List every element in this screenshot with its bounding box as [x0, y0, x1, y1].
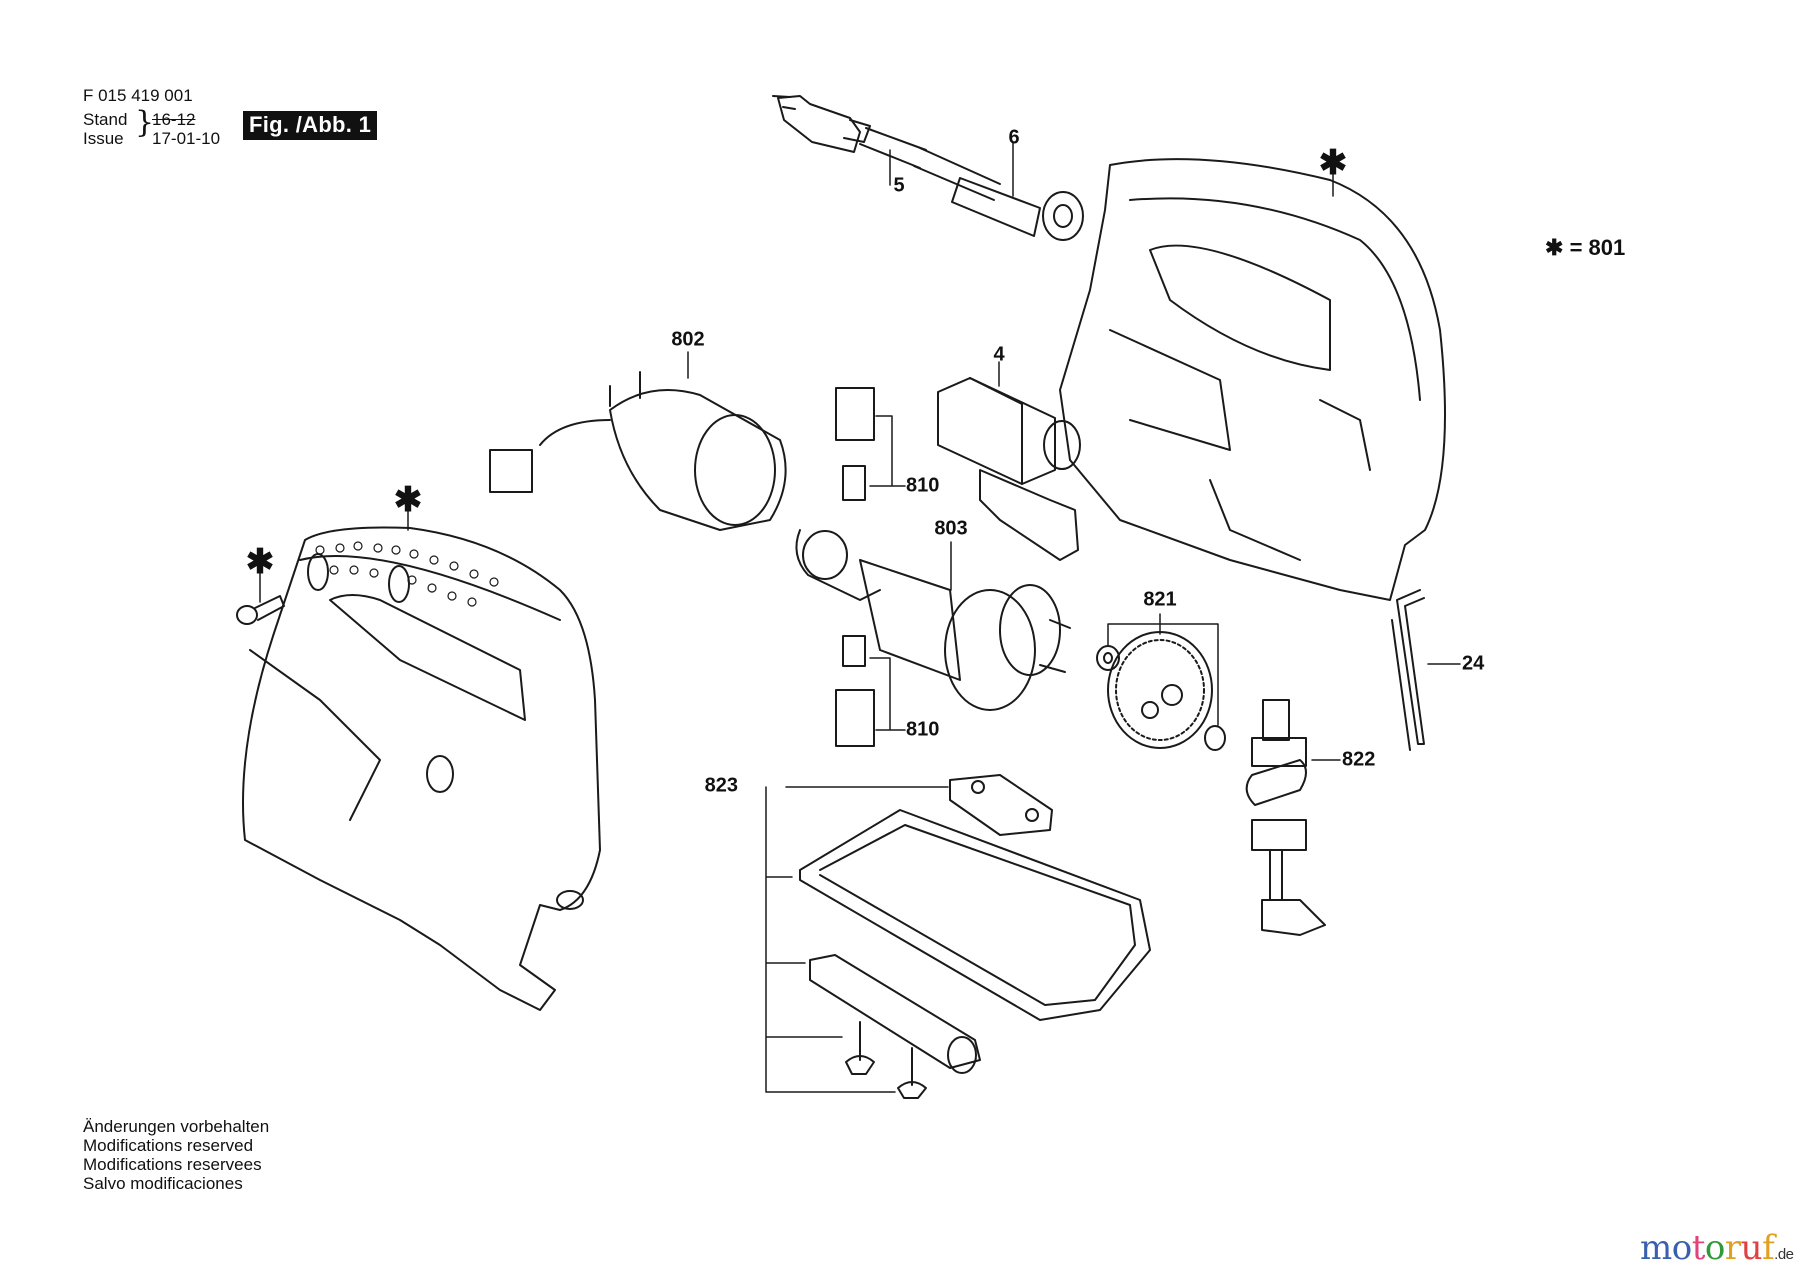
watermark-letter: f: [1762, 1228, 1775, 1268]
callout-801-housing-right: ✱: [1318, 144, 1348, 182]
grommet-part: [951, 142, 1084, 241]
base-plate-part: [765, 774, 1151, 1099]
callout-803: 803: [934, 517, 968, 540]
note-de: Änderungen vorbehalten: [83, 1117, 270, 1136]
watermark-suffix: .de: [1774, 1246, 1794, 1263]
housing-screw-part: [236, 569, 285, 625]
asterisk-icon: ✱: [1545, 235, 1564, 260]
callout-823: 823: [704, 774, 738, 797]
footer-notes: Änderungen vorbehalten Modifications res…: [83, 1117, 269, 1193]
watermark-letter: r: [1724, 1228, 1741, 1268]
part-number: F 015 419 001: [83, 86, 193, 105]
issue-value: 17-01-10: [152, 129, 221, 148]
brush-holder-bottom-part: [835, 635, 906, 747]
stand-label: Stand: [83, 110, 128, 129]
callout-822: 822: [1342, 748, 1376, 771]
callout-801-screw: ✱: [245, 543, 275, 581]
watermark-letters: motoruf: [1640, 1228, 1775, 1268]
brush-holder-top-part: [835, 387, 906, 501]
hex-key-part: [1391, 589, 1461, 751]
issue-label: Issue: [83, 129, 124, 148]
callout-810-bottom: 810: [906, 718, 940, 741]
callout-5: 5: [893, 174, 905, 197]
watermark-letter: o: [1704, 1228, 1725, 1268]
stand-value: 16-12: [152, 110, 196, 129]
callout-24: 24: [1462, 652, 1485, 675]
watermark-logo: motoruf.de: [1640, 1228, 1794, 1268]
watermark-letter: m: [1640, 1228, 1672, 1268]
callout-4: 4: [993, 343, 1005, 366]
housing-half-right-part: [1059, 158, 1446, 601]
note-es: Salvo modificaciones: [83, 1174, 243, 1193]
figure-badge: Fig. /Abb. 1: [243, 111, 378, 140]
watermark-letter: o: [1671, 1228, 1692, 1268]
field-coil-part: [489, 351, 787, 531]
brace-glyph: }: [135, 105, 155, 140]
gear-wheel-part: [1096, 613, 1226, 751]
callout-6: 6: [1008, 126, 1020, 149]
legend-text: = 801: [1569, 235, 1626, 260]
callout-810-top: 810: [906, 474, 940, 497]
plunger-rod-part: [1245, 699, 1341, 936]
callout-802: 802: [671, 328, 705, 351]
note-en: Modifications reserved: [83, 1136, 254, 1155]
housing-half-left-part: [242, 507, 601, 1011]
legend-801: ✱ = 801: [1545, 235, 1625, 261]
callout-821: 821: [1143, 588, 1177, 611]
note-fr: Modifications reservees: [83, 1155, 262, 1174]
watermark-letter: u: [1740, 1228, 1763, 1268]
armature-part: [795, 529, 1071, 711]
watermark-letter: t: [1691, 1228, 1706, 1268]
power-cord-part: [772, 95, 1001, 201]
callout-801-housing-left: ✱: [393, 481, 423, 519]
switch-part: [937, 361, 1081, 561]
